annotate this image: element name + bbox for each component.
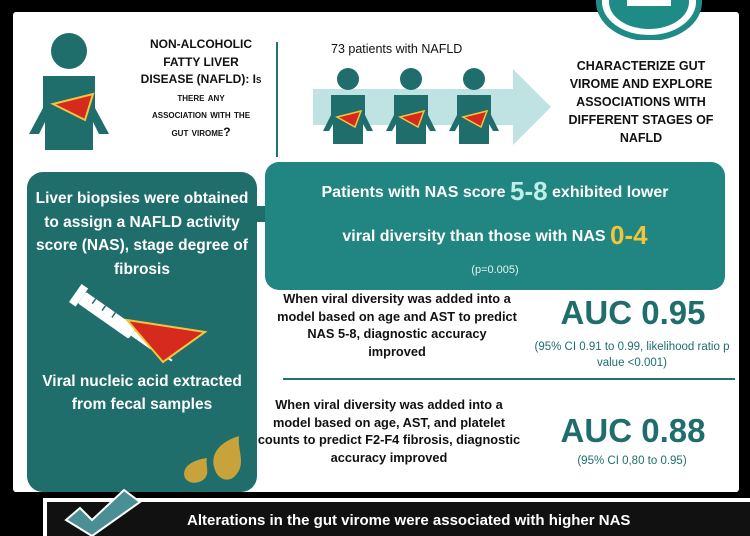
conclusion-bar: Alterations in the gut virome were assoc…: [43, 498, 750, 536]
infographic-frame: NON-ALCOHOLIC FATTY LIVER DISEASE (NAFLD…: [13, 0, 739, 492]
p-value: (p=0.005): [471, 264, 519, 276]
auc1-value: AUC 0.95: [560, 294, 706, 331]
result-line-1: Patients with NAS score 5-8 exhibited lo…: [321, 176, 669, 206]
nas-low-range: 0-4: [610, 220, 648, 250]
auc1-ci: (95% CI 0.91 to 0.99, likelihood ratio p…: [534, 341, 730, 369]
conclusion-text: Alterations in the gut virome were assoc…: [187, 512, 631, 529]
result-box: Patients with NAS score 5-8 exhibited lo…: [265, 162, 725, 290]
liver-icon: [50, 92, 95, 122]
liver-icon: [124, 318, 208, 364]
biopsy-text: Liver biopsies were obtained to assign a…: [35, 190, 249, 278]
goal-text: Characterize gut virome and explore asso…: [568, 59, 714, 145]
feces-icon: [184, 436, 242, 483]
methods-panel: Liver biopsies were obtained to assign a…: [27, 172, 257, 492]
arrow-icon: [313, 68, 551, 145]
checkmark-icon: [64, 488, 142, 536]
syringe-icon: [68, 284, 208, 364]
auc2-ci: (95% CI 0,80 to 0.95): [577, 455, 687, 467]
result-line-2: viral diversity than those with NAS 0-4: [342, 220, 648, 250]
nas-high-range: 5-8: [510, 176, 548, 206]
vertical-divider: [276, 42, 278, 157]
fecal-text: Viral nucleic acid extracted from fecal …: [42, 373, 242, 413]
auc2-description: When viral diversity was added into a mo…: [257, 397, 521, 465]
auc2-value: AUC 0.88: [560, 412, 706, 449]
person-icon: [29, 33, 109, 150]
question-text: NON-ALCOHOLIC FATTY LIVER DISEASE (NAFLD…: [140, 37, 262, 139]
patients-label: 73 patients with NAFLD: [331, 42, 463, 56]
horizontal-divider: [283, 378, 735, 380]
auc1-description: When viral diversity was added into a mo…: [277, 291, 517, 359]
logo-icon: [596, 0, 702, 40]
